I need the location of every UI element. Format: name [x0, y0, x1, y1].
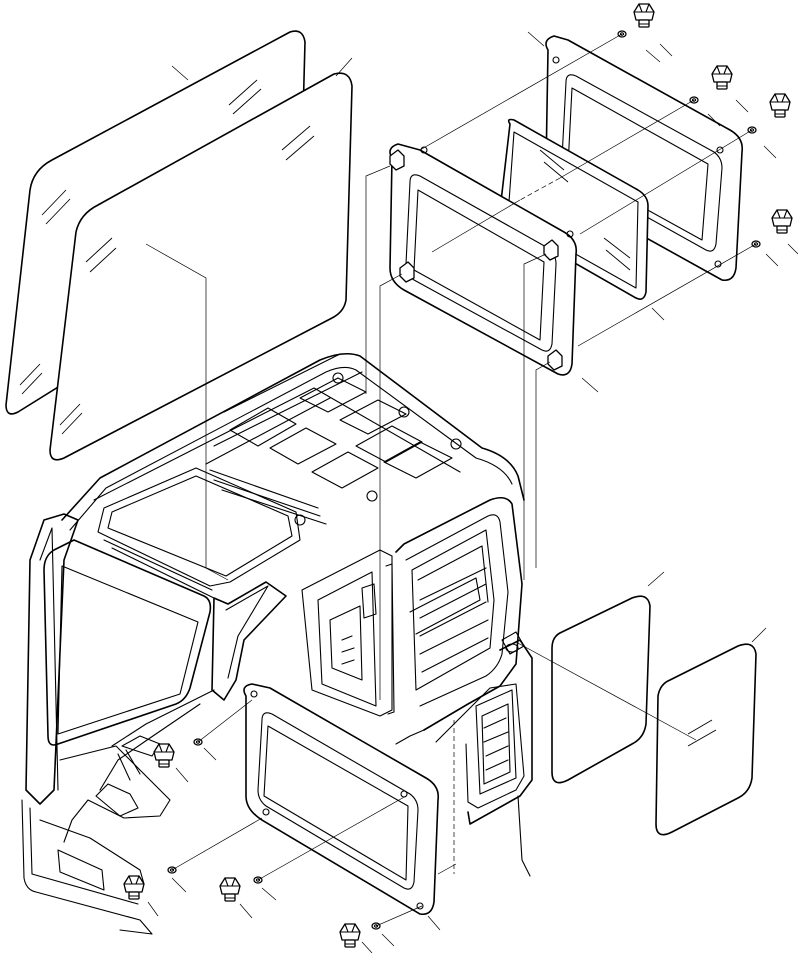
leader-lines-roof [365, 31, 798, 700]
leader-lines-lower [147, 699, 457, 953]
leader-lines-right [515, 571, 767, 741]
glass-left-inner [49, 72, 353, 461]
leader-lines-left [145, 57, 353, 581]
glass-right-front [551, 595, 651, 784]
cab-body [21, 352, 533, 935]
roof-hatch-frame-front [389, 143, 578, 376]
glass-right-rear [655, 643, 757, 836]
door-window-frame [243, 683, 440, 916]
